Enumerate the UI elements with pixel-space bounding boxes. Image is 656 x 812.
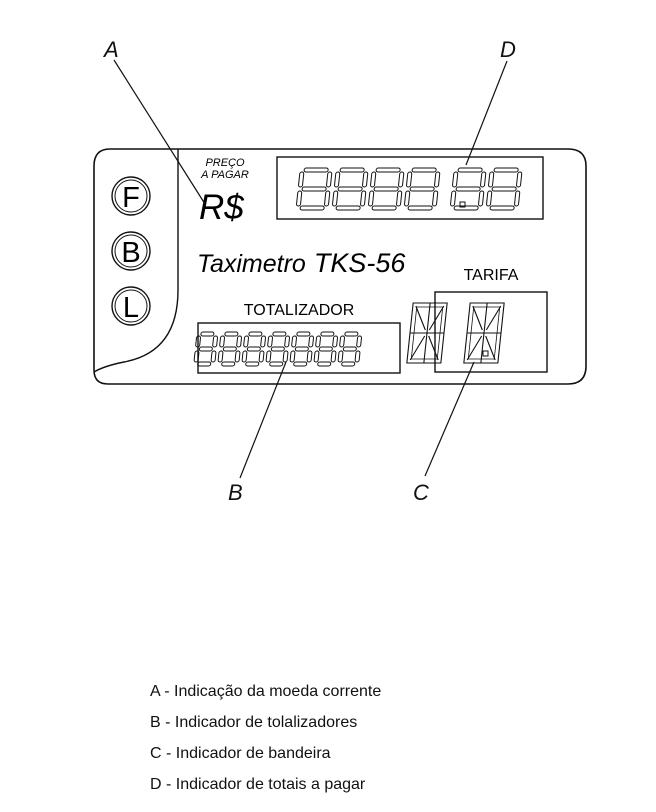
price-digits	[296, 167, 523, 211]
price-digit	[368, 167, 405, 211]
tariff-label: TARIFA	[464, 267, 519, 284]
leader-line-d	[465, 60, 508, 166]
button-f[interactable]: F	[111, 176, 151, 216]
model-name-word: Taximetro	[197, 250, 306, 278]
tariff-char	[406, 302, 448, 364]
leader-line-a	[113, 59, 206, 205]
totalizer-display	[197, 322, 401, 374]
tariff-chars	[406, 302, 505, 364]
callout-b: B	[228, 480, 243, 505]
button-f-label: F	[122, 182, 140, 214]
legend-item-c: C - Indicador de bandeira	[150, 745, 331, 762]
model-name: Taximetro TKS-56	[197, 248, 406, 278]
currency-symbol: R$	[199, 188, 244, 227]
totalizer-digit	[337, 331, 362, 367]
totalizer-digit	[193, 331, 218, 367]
price-digit	[450, 167, 487, 211]
tariff-char	[463, 302, 505, 364]
totalizer-digit	[265, 331, 290, 367]
price-digit	[296, 167, 333, 211]
price-digit	[404, 167, 441, 211]
model-code: TKS-56	[314, 248, 407, 278]
price-digit	[486, 167, 523, 211]
button-panel-outline	[93, 149, 179, 373]
button-l[interactable]: L	[111, 286, 151, 326]
totalizer-digits	[193, 331, 362, 367]
price-label-line2: A PAGAR	[200, 169, 249, 181]
button-b-label: B	[121, 237, 140, 269]
legend-item-d: D - Indicador de totais a pagar	[150, 776, 366, 793]
totalizer-digit	[289, 331, 314, 367]
totalizer-digit	[313, 331, 338, 367]
legend: A - Indicação da moeda corrente B - Indi…	[150, 676, 381, 800]
tariff-decimal-point	[482, 350, 489, 357]
totalizer-digit	[241, 331, 266, 367]
button-l-label: L	[123, 292, 139, 324]
leader-line-b	[239, 361, 287, 479]
price-display	[276, 156, 544, 220]
callout-a: A	[102, 37, 119, 62]
tariff-display	[434, 291, 548, 373]
totalizer-digit	[217, 331, 242, 367]
price-digit	[332, 167, 369, 211]
legend-item-b: B - Indicador de tolalizadores	[150, 714, 358, 731]
callout-c: C	[413, 480, 429, 505]
device-body-outline	[93, 148, 587, 385]
leader-line-c	[424, 361, 475, 477]
totalizer-label: TOTALIZADOR	[244, 302, 355, 319]
price-decimal-point	[459, 201, 466, 208]
button-b[interactable]: B	[111, 231, 151, 271]
callout-d: D	[500, 37, 516, 62]
legend-item-a: A - Indicação da moeda corrente	[150, 683, 382, 700]
price-label-line1: PREÇO	[205, 157, 245, 169]
